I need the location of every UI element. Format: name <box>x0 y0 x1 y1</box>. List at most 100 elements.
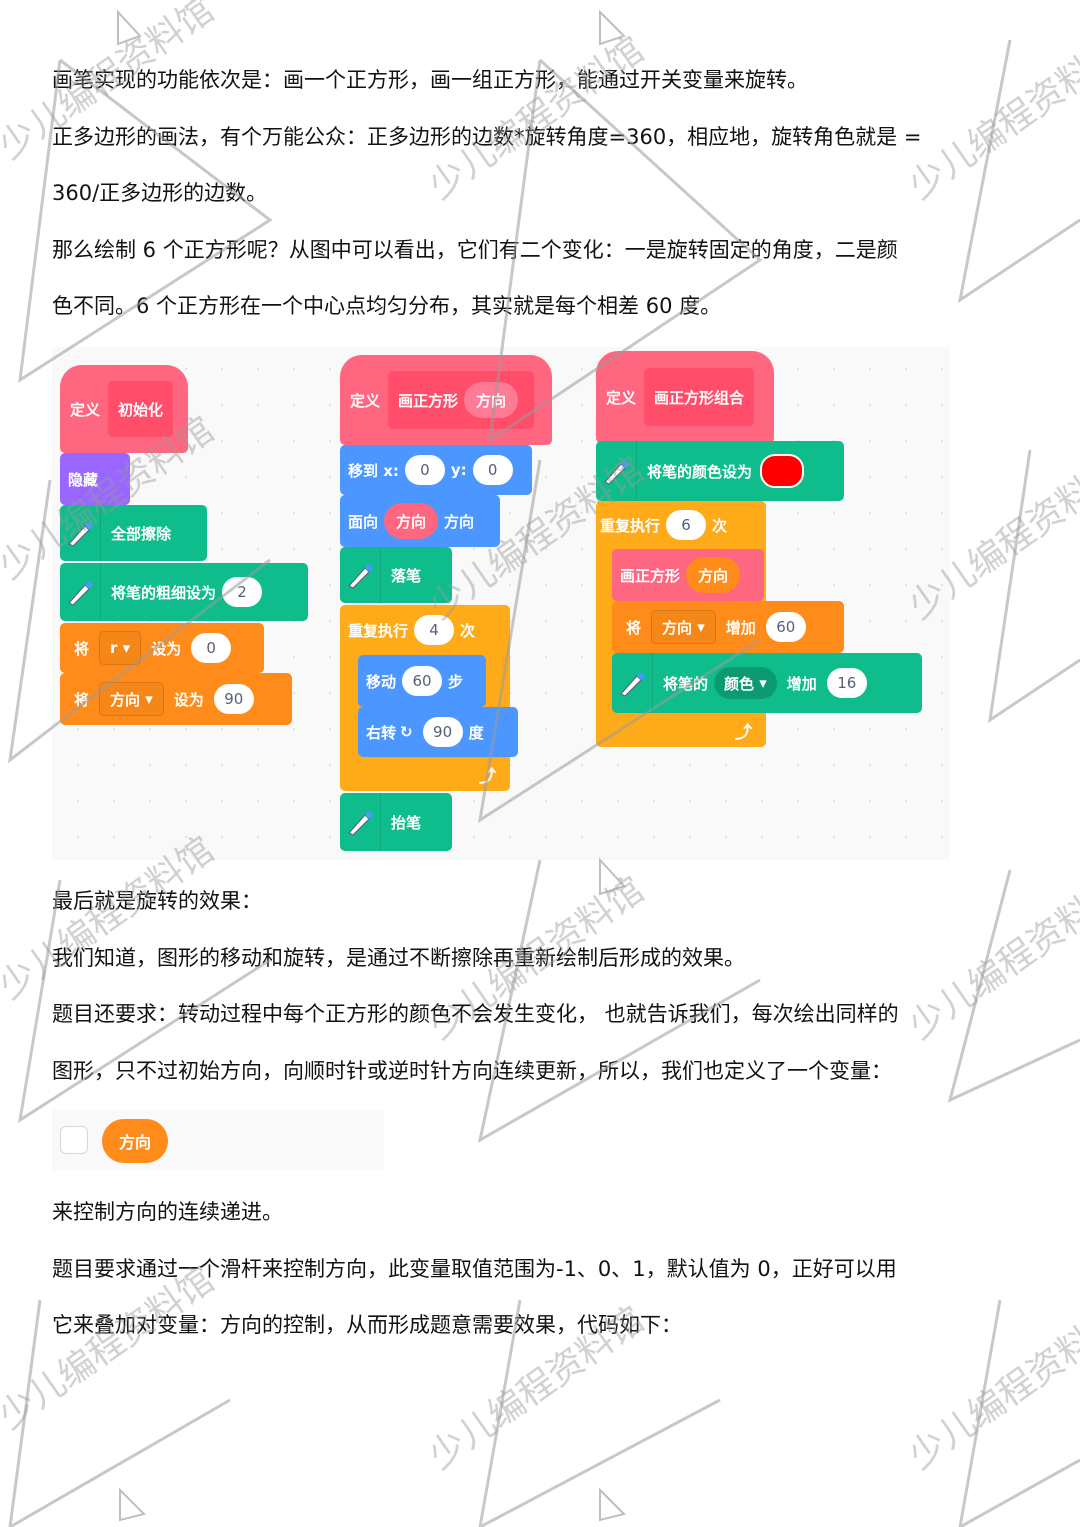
loop-arrow-icon: ⤴ <box>479 767 496 787</box>
goto-xy-block: 移到 x: 0 y: 0 <box>340 445 532 495</box>
set-pen-color-block: 将笔的颜色设为 <box>596 441 844 501</box>
turn-clockwise-icon: ↻ <box>400 723 413 741</box>
point-label: 面向 <box>348 512 379 531</box>
param-direction: 方向 <box>464 382 519 418</box>
draw-group-name: 画正方形组合 <box>654 388 745 407</box>
goto-y-label: y: <box>450 461 467 479</box>
pen-down-label: 落笔 <box>391 566 422 585</box>
goto-y-input[interactable]: 0 <box>472 455 513 485</box>
pen-color-picker[interactable] <box>760 454 805 488</box>
pen-icon <box>340 793 381 851</box>
pen-size-label: 将笔的粗细设为 <box>111 583 217 602</box>
pen-icon <box>612 653 653 713</box>
paragraph-6: 最后就是旋转的效果： <box>52 889 262 913</box>
pen-down-block: 落笔 <box>340 547 452 603</box>
turn-suffix: 度 <box>468 723 484 742</box>
move-suffix: 步 <box>448 672 464 691</box>
set-prefix: 将 <box>74 690 90 709</box>
pen-icon <box>340 547 381 603</box>
pen-change-by-label: 增加 <box>786 674 817 693</box>
set-prefix: 将 <box>74 639 90 658</box>
repeat-suffix: 次 <box>460 621 476 640</box>
define-init-hat-block: 定义 初始化 <box>60 365 188 453</box>
define-draw-group-hat-block: 定义 画正方形组合 <box>596 351 774 443</box>
repeat-label: 重复执行 <box>600 516 661 535</box>
loop-arrow-icon: ⤴ <box>735 723 752 743</box>
set-value-input[interactable]: 90 <box>213 684 254 714</box>
pen-change-label: 将笔的 <box>663 674 709 693</box>
hide-block: 隐藏 <box>60 453 130 505</box>
call-draw-square-block: 画正方形 方向 <box>612 549 764 601</box>
set-r-block: 将 r ▾ 设为 0 <box>60 623 264 673</box>
variable-dropdown[interactable]: 方向 ▾ <box>651 610 716 644</box>
paragraph-10: 来控制方向的连续递进。 <box>52 1200 283 1224</box>
watermark-text: 少儿编程资料馆 <box>902 869 1080 1047</box>
watermark-text: 少儿编程资料馆 <box>422 29 652 207</box>
paragraph-12: 它来叠加对变量：方向的控制，从而形成题意需要效果，代码如下： <box>52 1313 682 1337</box>
set-pen-size-block: 将笔的粗细设为 2 <box>60 563 308 621</box>
repeat-count-input[interactable]: 6 <box>666 510 707 540</box>
point-suffix: 方向 <box>444 512 475 531</box>
point-in-direction-block: 面向 方向 方向 <box>340 495 500 547</box>
variable-name: 方向 <box>110 690 141 709</box>
set-value-input[interactable]: 0 <box>191 633 232 663</box>
change-value-input[interactable]: 60 <box>765 612 806 642</box>
variable-dropdown[interactable]: r ▾ <box>99 631 142 665</box>
move-steps-block: 移动 60 步 <box>358 655 486 707</box>
pen-up-block: 抬笔 <box>340 793 452 851</box>
set-label: 设为 <box>151 639 182 658</box>
variable-reporter-direction[interactable]: 方向 <box>102 1119 168 1163</box>
repeat-count-input[interactable]: 4 <box>414 615 455 645</box>
init-name: 初始化 <box>118 400 164 419</box>
change-direction-block: 将 方向 ▾ 增加 60 <box>612 601 844 653</box>
clear-block: 全部擦除 <box>60 505 207 561</box>
pen-size-input[interactable]: 2 <box>222 577 263 607</box>
paragraph-11: 题目要求通过一个滑杆来控制方向，此变量取值范围为-1、0、1，默认值为 0，正好… <box>52 1257 897 1281</box>
draw-square-name: 画正方形 <box>398 391 459 410</box>
paragraph-5: 色不同。6 个正方形在一个中心点均匀分布，其实就是每个相差 60 度。 <box>52 294 722 318</box>
pen-icon <box>60 505 101 561</box>
direction-reporter[interactable]: 方向 <box>384 503 439 539</box>
repeat-label: 重复执行 <box>348 621 409 640</box>
paragraph-3: 360/正多边形的边数。 <box>52 181 268 205</box>
define-label: 定义 <box>350 391 381 410</box>
paragraph-8: 题目还要求：转动过程中每个正方形的颜色不会发生变化， 也就告诉我们，每次绘出同样… <box>52 1002 899 1026</box>
pen-up-label: 抬笔 <box>391 813 422 832</box>
variable-monitor-screenshot: 方向 <box>52 1110 384 1170</box>
init-prototype: 初始化 <box>108 381 174 437</box>
move-label: 移动 <box>366 672 397 691</box>
paragraph-9: 图形，只不过初始方向，向顺时针或逆时针方向连续更新，所以，我们也定义了一个变量： <box>52 1059 892 1083</box>
repeat-suffix: 次 <box>712 516 728 535</box>
change-prefix: 将 <box>626 618 642 637</box>
hide-label: 隐藏 <box>68 470 99 489</box>
turn-label: 右转 <box>366 723 397 742</box>
variable-name: r <box>110 639 118 657</box>
turn-right-block: 右转 ↻ 90 度 <box>358 707 518 757</box>
paragraph-1: 画笔实现的功能依次是：画一个正方形，画一组正方形，能通过开关变量来旋转。 <box>52 68 808 92</box>
draw-group-prototype: 画正方形组合 <box>644 368 755 426</box>
pen-icon <box>596 441 637 501</box>
clear-label: 全部擦除 <box>111 524 172 543</box>
call-name: 画正方形 <box>620 566 681 585</box>
variable-dropdown[interactable]: 方向 ▾ <box>99 682 164 716</box>
pen-param-name: 颜色 <box>724 674 755 693</box>
draw-square-prototype: 画正方形 方向 <box>388 371 535 429</box>
scratch-code-screenshot: 定义 初始化 隐藏 全部擦除 将笔的粗细设为 2 将 r ▾ 设为 0 将 方向… <box>52 347 950 860</box>
define-draw-square-hat-block: 定义 画正方形 方向 <box>340 355 552 445</box>
watermark-text: 少儿编程资料馆 <box>0 1259 222 1437</box>
direction-reporter[interactable]: 方向 <box>686 557 741 593</box>
variable-checkbox[interactable] <box>60 1126 88 1154</box>
pen-param-dropdown[interactable]: 颜色 ▾ <box>714 667 777 699</box>
goto-label: 移到 x: <box>348 461 399 480</box>
variable-name: 方向 <box>662 618 693 637</box>
change-pen-color-block: 将笔的 颜色 ▾ 增加 16 <box>612 653 922 713</box>
turn-degrees-input[interactable]: 90 <box>422 717 463 747</box>
paragraph-2: 正多边形的画法，有个万能公众：正多边形的边数*旋转角度=360，相应地，旋转角色… <box>52 125 922 149</box>
pen-color-label: 将笔的颜色设为 <box>647 462 753 481</box>
watermark-text: 少儿编程资料馆 <box>902 1299 1080 1477</box>
set-label: 设为 <box>173 690 204 709</box>
move-steps-input[interactable]: 60 <box>402 666 443 696</box>
change-label: 增加 <box>725 618 756 637</box>
pen-change-value-input[interactable]: 16 <box>826 668 867 698</box>
goto-x-input[interactable]: 0 <box>404 455 445 485</box>
